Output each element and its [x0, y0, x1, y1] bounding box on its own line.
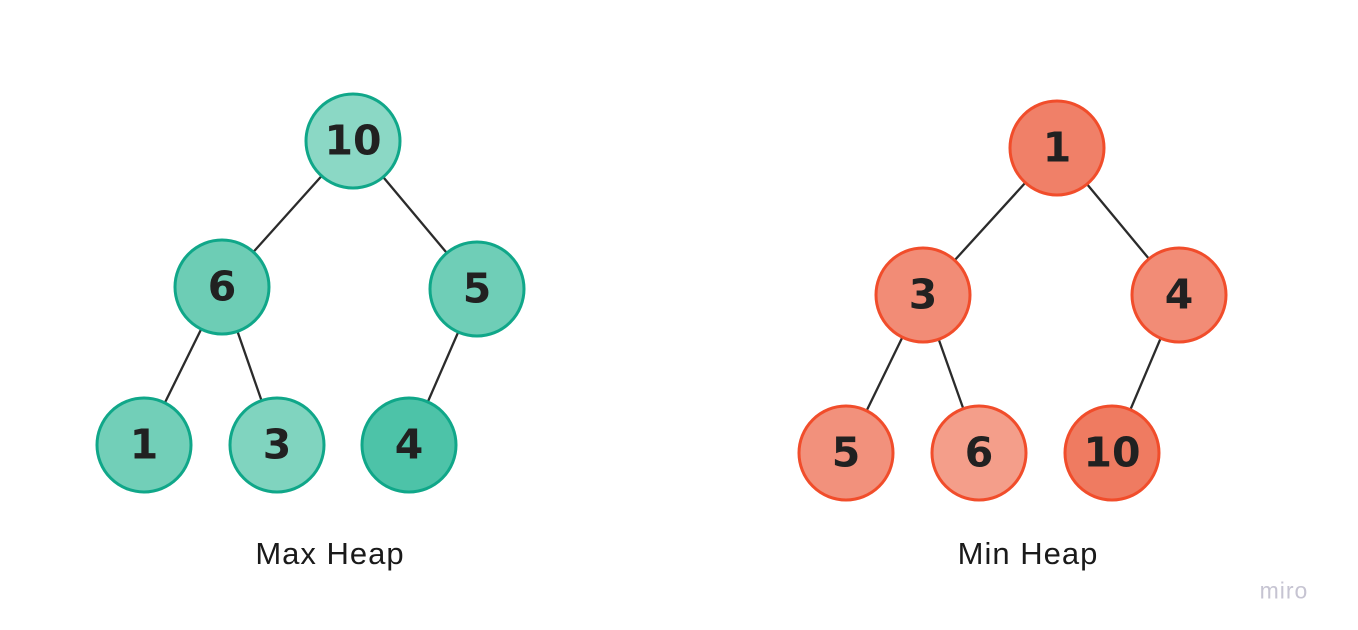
min-heap-node-10-value: 10: [1083, 428, 1141, 477]
max-heap-node-10-value: 10: [324, 116, 382, 165]
max-heap-node-1: 1: [95, 396, 193, 494]
min-heap-node-4-value: 4: [1164, 270, 1194, 319]
miro-watermark: miro: [1259, 577, 1309, 604]
max-heap-node-5-value: 5: [462, 264, 492, 313]
min-heap-node-1-value: 1: [1042, 123, 1072, 172]
max-heap-node-6: 6: [173, 238, 271, 336]
max-heap-node-3: 3: [228, 396, 326, 494]
max-heap-node-5: 5: [428, 240, 526, 338]
min-heap-node-6-value: 6: [964, 428, 994, 477]
max-heap-label: Max Heap: [255, 536, 405, 571]
min-heap-node-6: 6: [930, 404, 1028, 502]
min-heap-node-5: 5: [797, 404, 895, 502]
max-heap-node-1-value: 1: [129, 420, 159, 469]
max-heap-node-3-value: 3: [262, 420, 292, 469]
min-heap-node-5-value: 5: [831, 428, 861, 477]
max-heap-node-6-value: 6: [207, 262, 237, 311]
min-heap-node-10: 10: [1063, 404, 1161, 502]
min-heap-node-4: 4: [1130, 246, 1228, 344]
min-heap-label: Min Heap: [957, 536, 1099, 571]
min-heap-node-3: 3: [874, 246, 972, 344]
max-heap-node-10: 10: [304, 92, 402, 190]
min-heap-node-3-value: 3: [908, 270, 938, 319]
max-heap-node-4-value: 4: [394, 420, 424, 469]
min-heap-node-1: 1: [1008, 99, 1106, 197]
max-heap-node-4: 4: [360, 396, 458, 494]
